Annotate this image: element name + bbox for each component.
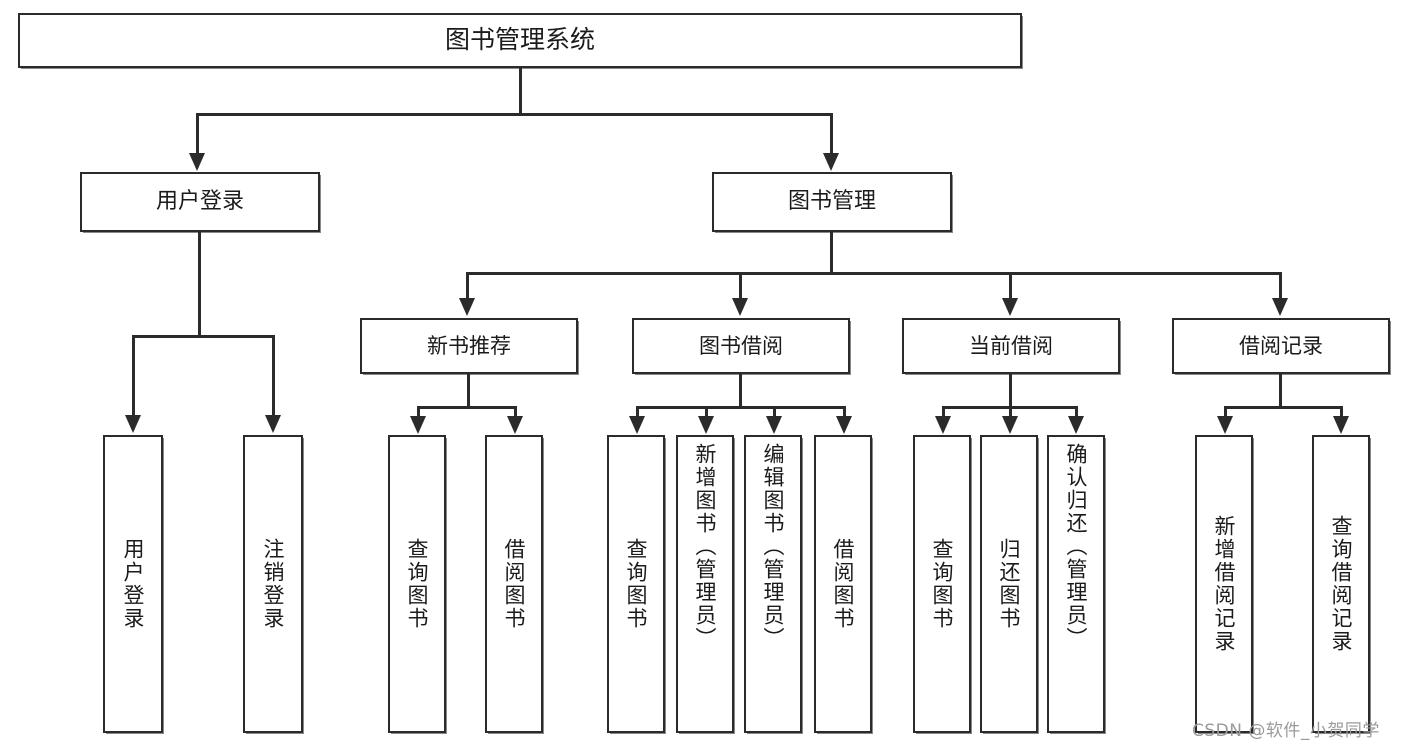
connector-cb-stem	[1009, 374, 1012, 406]
node-new-book-recommend[interactable]: 新书推荐	[360, 318, 578, 374]
leaf-nbr-borrow-book[interactable]: 借阅图书	[485, 435, 543, 733]
arrow-to-new-book-recommend	[459, 298, 475, 316]
connector-nbr-stem	[467, 374, 470, 406]
connector-bb-bar	[636, 406, 844, 409]
connector-cb-drop-3	[1075, 406, 1078, 418]
leaf-bb-add-book-admin[interactable]: 新增图书（管理员）	[676, 435, 734, 733]
connector-bb-drop-1	[636, 406, 639, 418]
connector-root-stem	[519, 68, 522, 113]
node-borrow-record[interactable]: 借阅记录	[1172, 318, 1390, 374]
connector-nbr-left-drop	[417, 406, 420, 418]
connector-nbr-right-drop	[514, 406, 517, 418]
node-root-book-management-system[interactable]: 图书管理系统	[18, 13, 1022, 68]
arrow-to-cb-confirm-return	[1068, 416, 1084, 434]
arrow-to-book-management	[823, 153, 839, 171]
connector-br-right-drop	[1340, 406, 1343, 418]
connector-bb-drop-4	[843, 406, 846, 418]
connector-user-login-stem	[198, 232, 201, 335]
arrow-to-br-query-record	[1333, 416, 1349, 434]
arrow-to-br-add-record	[1217, 416, 1233, 434]
connector-bm-to-new-book	[466, 272, 469, 300]
node-book-management[interactable]: 图书管理	[712, 172, 952, 232]
connector-br-stem	[1279, 374, 1282, 406]
watermark-text: CSDN @软件_小贺同学	[1192, 721, 1380, 741]
leaf-bb-query-book[interactable]: 查询图书	[607, 435, 665, 733]
leaf-br-add-record[interactable]: 新增借阅记录	[1195, 435, 1253, 733]
arrow-to-bb-edit-book	[766, 416, 782, 434]
arrow-to-leaf-logout	[265, 415, 281, 433]
leaf-cb-confirm-return-admin[interactable]: 确认归还（管理员）	[1047, 435, 1105, 733]
connector-br-bar	[1224, 406, 1341, 409]
arrow-to-user-login	[189, 153, 205, 171]
connector-root-to-user-login	[196, 113, 199, 155]
arrow-to-current-borrow	[1002, 298, 1018, 316]
connector-user-login-bar	[133, 335, 275, 338]
leaf-bb-borrow-book[interactable]: 借阅图书	[814, 435, 872, 733]
connector-br-left-drop	[1224, 406, 1227, 418]
connector-user-login-right-drop	[272, 335, 275, 417]
arrow-to-nbr-borrow-book	[507, 416, 523, 434]
connector-bb-drop-2	[705, 406, 708, 418]
connector-bm-to-book-borrow	[739, 272, 742, 300]
arrow-to-leaf-user-login	[125, 415, 141, 433]
arrow-to-borrow-record	[1272, 298, 1288, 316]
connector-bb-stem	[739, 374, 742, 406]
connector-cb-drop-1	[942, 406, 945, 418]
arrow-to-book-borrow	[732, 298, 748, 316]
node-current-borrow[interactable]: 当前借阅	[902, 318, 1120, 374]
leaf-br-query-record[interactable]: 查询借阅记录	[1312, 435, 1370, 733]
leaf-cb-return-book[interactable]: 归还图书	[980, 435, 1038, 733]
connector-book-management-bar	[466, 272, 1280, 275]
arrow-to-cb-return-book	[1002, 416, 1018, 434]
arrow-to-cb-query-book	[935, 416, 951, 434]
connector-user-login-left-drop	[132, 335, 135, 417]
connector-root-to-book-management	[830, 113, 833, 155]
leaf-cb-query-book[interactable]: 查询图书	[913, 435, 971, 733]
leaf-user-login[interactable]: 用户登录	[103, 435, 163, 733]
leaf-nbr-query-book[interactable]: 查询图书	[388, 435, 446, 733]
connector-bm-to-borrow-record	[1279, 272, 1282, 300]
leaf-bb-edit-book-admin[interactable]: 编辑图书（管理员）	[744, 435, 802, 733]
arrow-to-bb-query-book	[629, 416, 645, 434]
connector-bb-drop-3	[773, 406, 776, 418]
connector-nbr-bar	[417, 406, 517, 409]
arrow-to-nbr-query-book	[410, 416, 426, 434]
node-book-borrow[interactable]: 图书借阅	[632, 318, 850, 374]
connector-cb-drop-2	[1009, 406, 1012, 418]
connector-bm-to-current-borrow	[1009, 272, 1012, 300]
connector-root-bar	[196, 113, 833, 116]
node-user-login[interactable]: 用户登录	[80, 172, 320, 232]
connector-book-management-stem	[830, 232, 833, 272]
arrow-to-bb-borrow-book	[836, 416, 852, 434]
leaf-logout[interactable]: 注销登录	[243, 435, 303, 733]
arrow-to-bb-add-book	[698, 416, 714, 434]
